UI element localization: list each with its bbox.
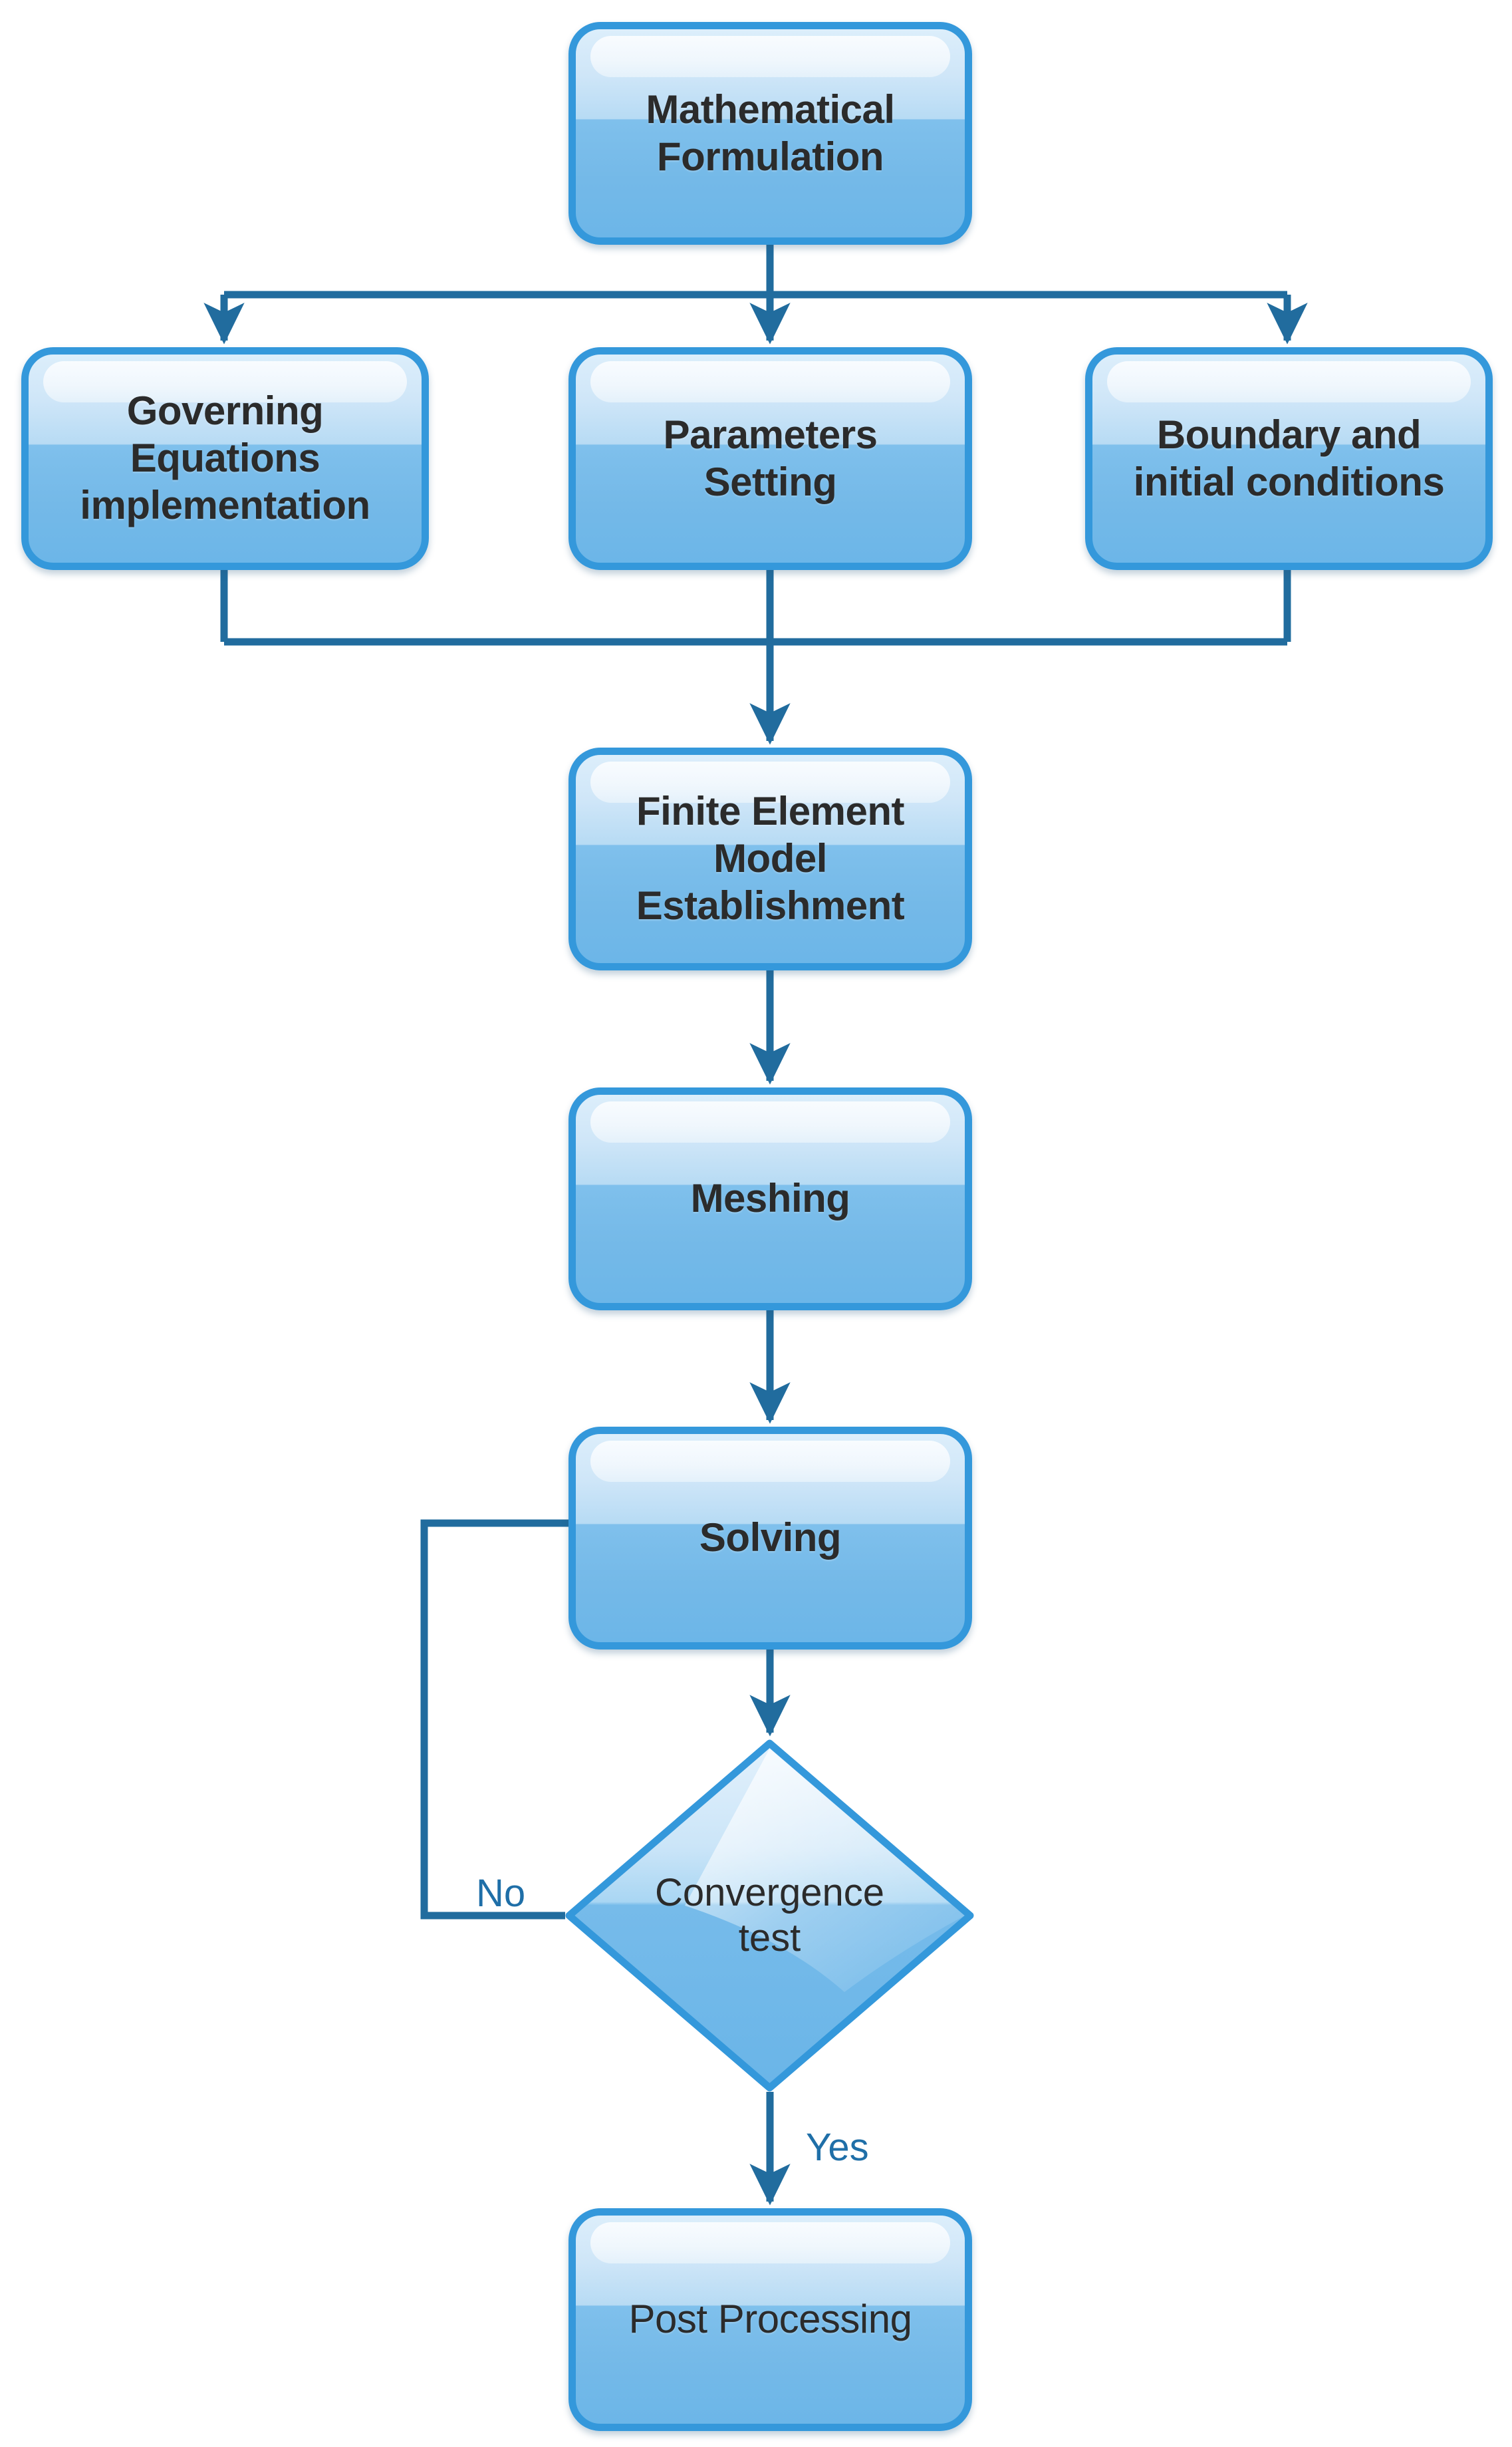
gloss-highlight [590, 2222, 950, 2263]
node-label-post-processing: Post Processing [628, 2297, 912, 2342]
node-label-meshing: Meshing [690, 1176, 850, 1221]
edge-label-no: No [476, 1872, 526, 1915]
node-meshing[interactable]: Meshing [568, 1087, 972, 1310]
gloss-highlight [590, 36, 950, 77]
gloss-highlight [1107, 361, 1471, 402]
edge-label-yes: Yes [806, 2126, 869, 2169]
gloss-highlight [590, 1101, 950, 1143]
node-post-processing[interactable]: Post Processing [568, 2208, 972, 2431]
diamond-shape [565, 1739, 974, 2092]
node-solving[interactable]: Solving [568, 1427, 972, 1650]
gloss-highlight [590, 361, 950, 402]
gloss-highlight [590, 1441, 950, 1482]
node-label-solving: Solving [699, 1515, 842, 1560]
